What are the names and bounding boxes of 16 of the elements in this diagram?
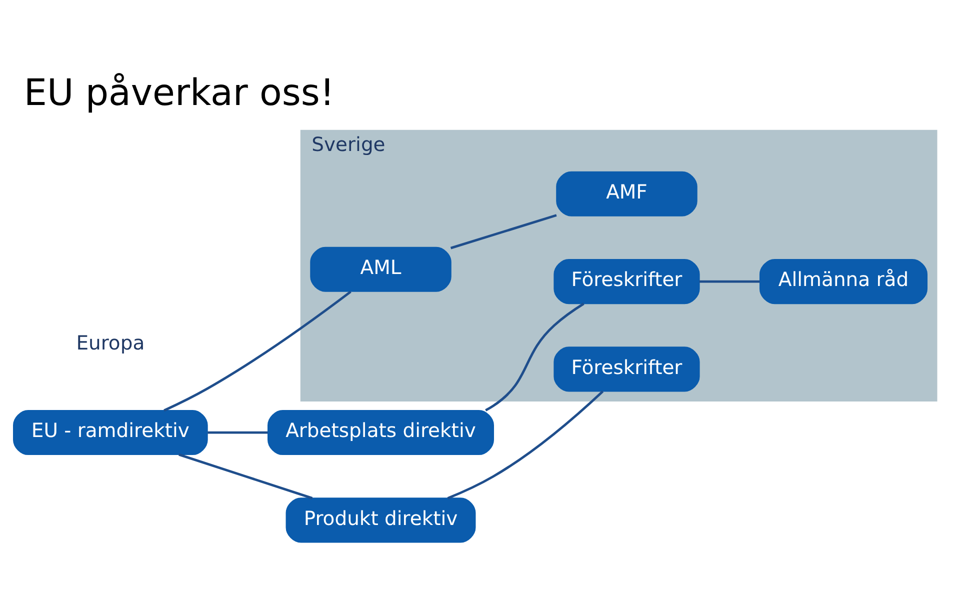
diagram-title: EU påverkar oss! — [24, 70, 335, 114]
connector — [450, 214, 557, 249]
node-box: AML — [310, 246, 452, 292]
node-box: EU - ramdirektiv — [13, 410, 208, 455]
node-box: AMF — [556, 170, 698, 216]
node-box: Föreskrifter — [554, 258, 700, 304]
node-box: Produkt direktiv — [286, 497, 476, 542]
connector — [208, 430, 268, 434]
connector — [164, 290, 352, 412]
node-box: Arbetsplats direktiv — [268, 410, 494, 455]
connector — [485, 302, 584, 411]
node-box: Föreskrifter — [554, 346, 700, 392]
node-box: Allmänna råd — [759, 258, 928, 304]
connector — [699, 280, 760, 282]
connector — [178, 452, 313, 499]
label: Europa — [76, 330, 145, 354]
